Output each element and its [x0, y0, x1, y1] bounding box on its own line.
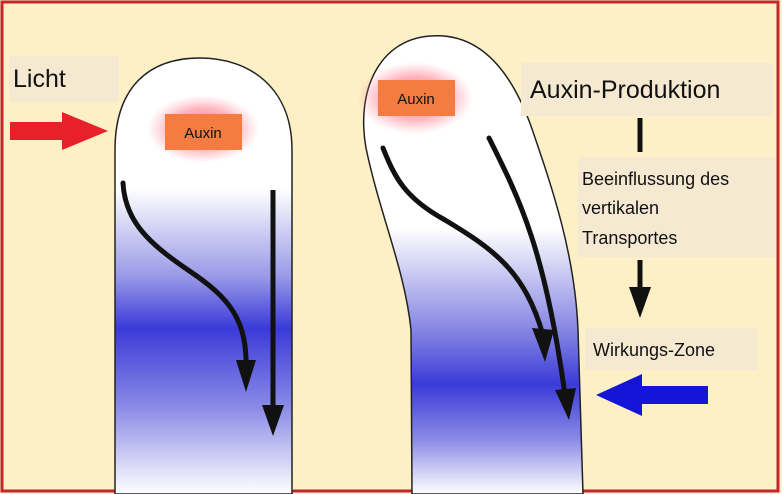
auxin-production-label: Auxin-Produktion — [530, 76, 720, 104]
influence-label-line1: Beeinflussung des — [582, 169, 729, 189]
auxin-label-right: Auxin — [397, 91, 435, 108]
straight-shoot: Auxin — [115, 58, 292, 494]
light-label: Licht — [13, 65, 66, 93]
influence-label-line2: vertikalen — [582, 198, 659, 218]
effect-zone-label: Wirkungs-Zone — [593, 340, 715, 360]
auxin-label-left: Auxin — [184, 125, 222, 142]
influence-label-line3: Transportes — [582, 228, 677, 248]
